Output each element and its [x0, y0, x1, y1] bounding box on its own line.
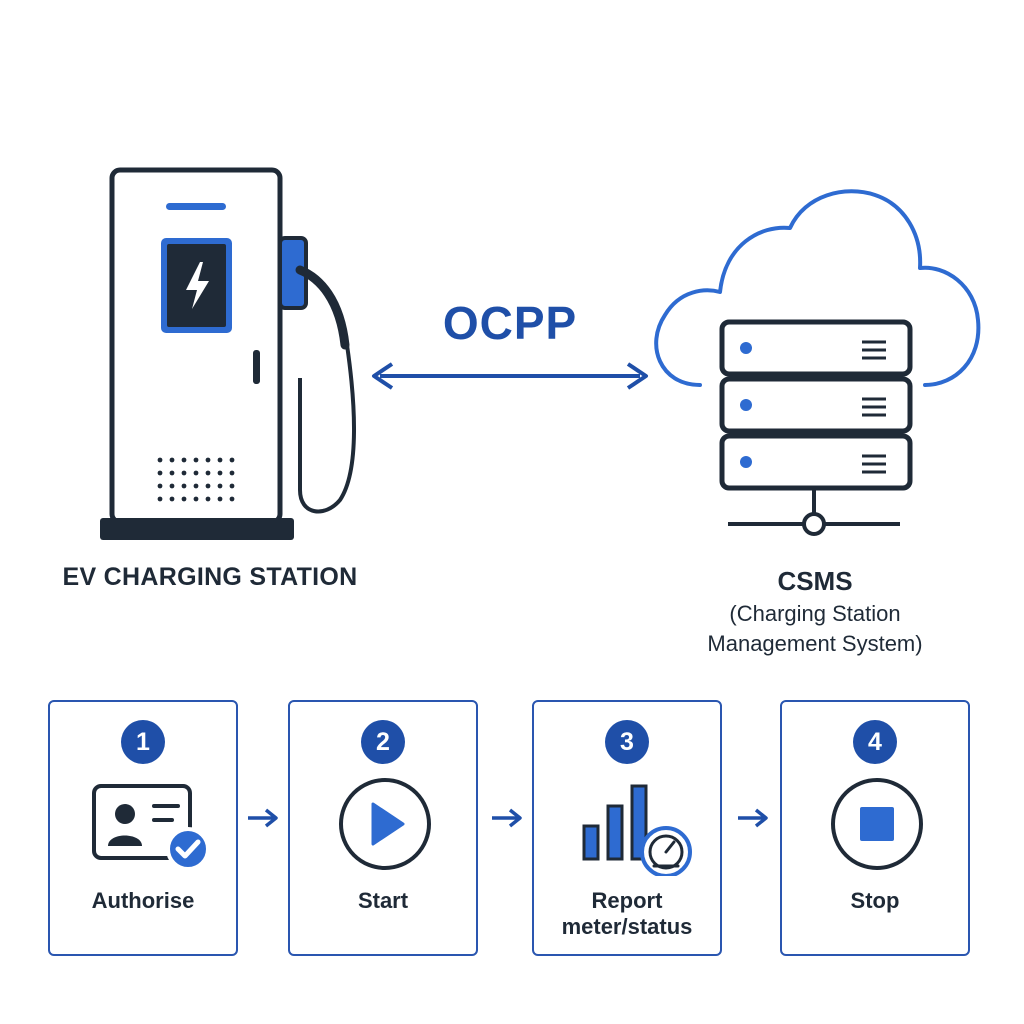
step-label: Report meter/status [561, 888, 693, 939]
step-label: Start [357, 888, 409, 913]
ocpp-diagram [100, 167, 981, 540]
step-number-badge: 4 [853, 720, 897, 764]
arrow-right-icon [738, 808, 768, 828]
step-number-badge: 3 [605, 720, 649, 764]
speaker-grille [157, 457, 235, 502]
arrow-right-icon [248, 808, 278, 828]
bar-chart-gauge-icon [582, 784, 692, 876]
bidirectional-arrow [372, 362, 648, 390]
arrow-right-icon [492, 808, 522, 828]
csms-label-block: CSMS (Charging Station Management System… [640, 565, 990, 659]
step-label: Authorise [91, 888, 195, 913]
csms-title: CSMS [777, 566, 853, 596]
ev-charging-station-label: EV CHARGING STATION [62, 563, 358, 591]
cloud-icon [654, 189, 981, 387]
csms-subtitle: (Charging Station Management System) [707, 601, 923, 656]
step-card-report: 3 Report meter/status [532, 700, 722, 956]
step-card-authorise: 1 Authorise [48, 700, 238, 956]
ocpp-protocol-label: OCPP [442, 297, 578, 349]
server-stack-icon [719, 319, 913, 536]
step-card-stop: 4 Stop [780, 700, 970, 956]
lightning-icon [186, 262, 209, 309]
play-icon [339, 778, 431, 870]
step-label: Stop [850, 888, 900, 913]
id-card-check-icon [92, 784, 210, 871]
step-number-badge: 2 [361, 720, 405, 764]
stop-icon [831, 778, 923, 870]
step-number-badge: 1 [121, 720, 165, 764]
step-card-start: 2 Start [288, 700, 478, 956]
ev-charger-icon [100, 167, 356, 540]
